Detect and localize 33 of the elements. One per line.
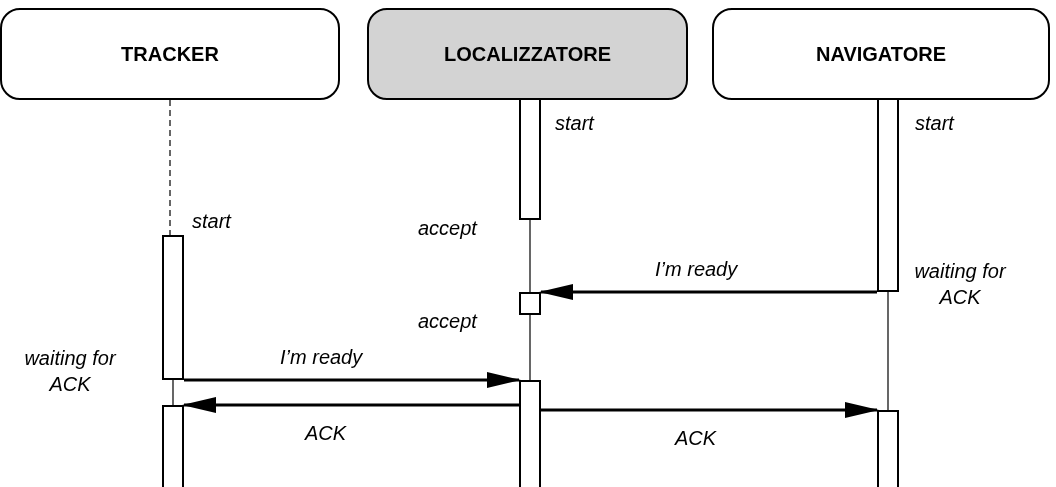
activation-bar: [162, 235, 184, 380]
lifeline-header: [0, 8, 340, 100]
participant-name: NAVIGATORE: [816, 42, 946, 66]
lifeline: [529, 314, 531, 381]
message-arrow: [539, 284, 877, 300]
participant-name: LOCALIZZATORE: [444, 42, 611, 66]
lifeline: [172, 379, 174, 406]
message-label: ACK: [305, 421, 347, 446]
state-note: start: [555, 111, 594, 136]
activation-bar: [877, 98, 899, 292]
state-note: start: [192, 209, 231, 234]
state-note: accept: [418, 216, 477, 241]
activation-bar: [162, 405, 184, 487]
state-note: accept: [418, 309, 477, 334]
lifeline-header: [712, 8, 1050, 100]
lifeline: [529, 219, 531, 293]
activation-bar: [877, 410, 899, 487]
message-arrow: [184, 372, 521, 388]
message-label: I’m ready: [280, 345, 363, 370]
participant-name: TRACKER: [121, 42, 219, 66]
state-note: waiting for ACK: [23, 346, 118, 397]
state-note: waiting for ACK: [913, 259, 1008, 310]
message-arrow: [541, 402, 879, 418]
message-label: I’m ready: [655, 257, 738, 282]
state-note: start: [915, 111, 954, 136]
activation-bar: [519, 380, 541, 487]
lifeline-header: [367, 8, 688, 100]
lifeline: [887, 291, 889, 411]
lifeline: [169, 99, 171, 236]
message-label: ACK: [675, 426, 717, 451]
message-arrow: [182, 397, 519, 413]
activation-bar: [519, 292, 541, 315]
activation-bar: [519, 98, 541, 220]
